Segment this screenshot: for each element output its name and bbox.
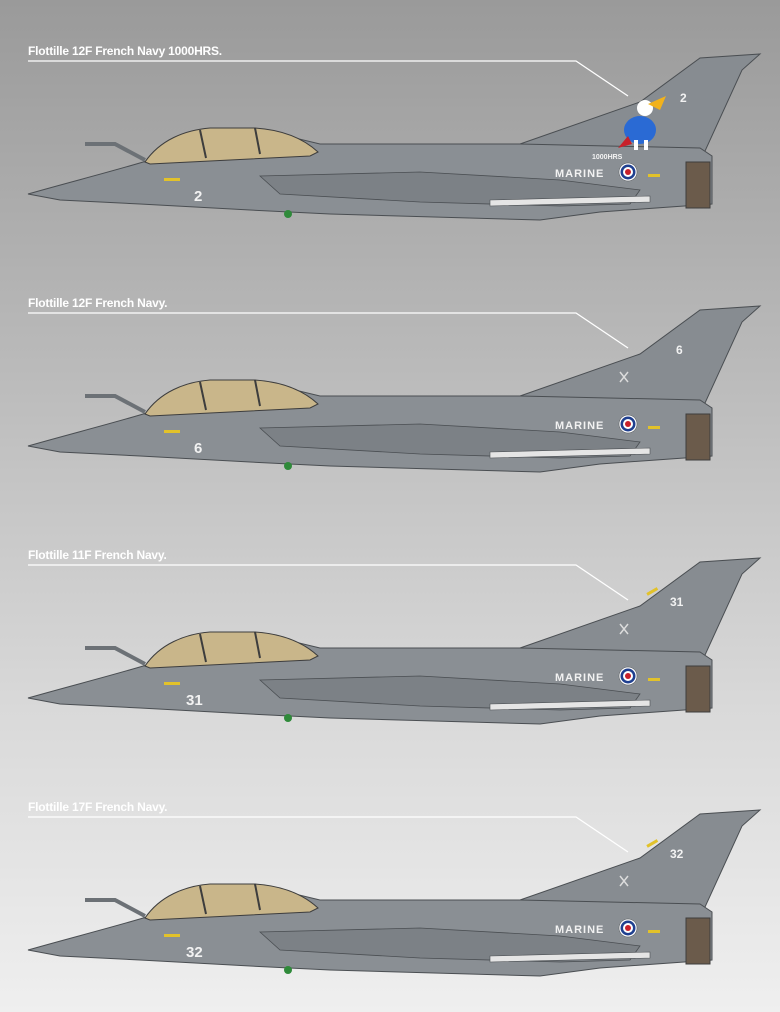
airframe xyxy=(27,809,762,977)
anchor-icon xyxy=(619,875,629,887)
aircraft-profile-2: Flottille 12F French Navy. xyxy=(0,296,780,549)
french-navy-roundel-icon xyxy=(618,414,638,434)
aircraft-profile-3: Flottille 11F French Navy. xyxy=(0,548,780,801)
anchor-icon xyxy=(619,371,629,383)
french-navy-roundel-icon xyxy=(618,162,638,182)
aircraft-profile-4: Flottille 17F French Navy. xyxy=(0,800,780,1012)
tail-number: 2 xyxy=(680,91,687,105)
marine-marking: MARINE xyxy=(555,420,604,432)
marine-marking: MARINE xyxy=(555,168,604,180)
french-navy-roundel-icon xyxy=(618,666,638,686)
marine-marking: MARINE xyxy=(555,924,604,936)
leader-line xyxy=(28,312,629,349)
leader-line xyxy=(28,564,629,601)
nose-number: 31 xyxy=(186,692,203,709)
leader-line xyxy=(28,60,629,97)
french-navy-roundel-icon xyxy=(618,918,638,938)
airframe xyxy=(27,53,762,221)
tail-number: 32 xyxy=(670,847,684,861)
anchor-icon xyxy=(619,623,629,635)
rafale-m-profile: MARINE 6 6 xyxy=(27,305,762,473)
tail-number: 31 xyxy=(670,595,684,609)
marine-marking: MARINE xyxy=(555,672,604,684)
leader-line xyxy=(28,816,629,853)
profile-caption: Flottille 17F French Navy. xyxy=(28,800,168,814)
nose-number: 2 xyxy=(194,188,202,205)
aircraft-profile-1: Flottille 12F French Navy 1000HRS. xyxy=(0,44,780,297)
rafale-m-profile: MARINE 31 31 xyxy=(27,557,762,725)
profile-caption: Flottille 12F French Navy. xyxy=(28,296,168,310)
rafale-m-profile: MARINE 2 2 1000HRS xyxy=(27,53,762,221)
airframe xyxy=(27,305,762,473)
nose-number: 32 xyxy=(186,944,203,961)
profile-caption: Flottille 11F French Navy. xyxy=(28,548,167,562)
profile-caption: Flottille 12F French Navy 1000HRS. xyxy=(28,44,222,58)
cartoon-bird-mascot-icon xyxy=(618,96,666,150)
airframe xyxy=(27,557,762,725)
special-hours-marking: 1000HRS xyxy=(592,154,623,161)
nose-number: 6 xyxy=(194,440,202,457)
tail-number: 6 xyxy=(676,343,683,357)
rafale-m-profile: MARINE 32 32 xyxy=(27,809,762,977)
